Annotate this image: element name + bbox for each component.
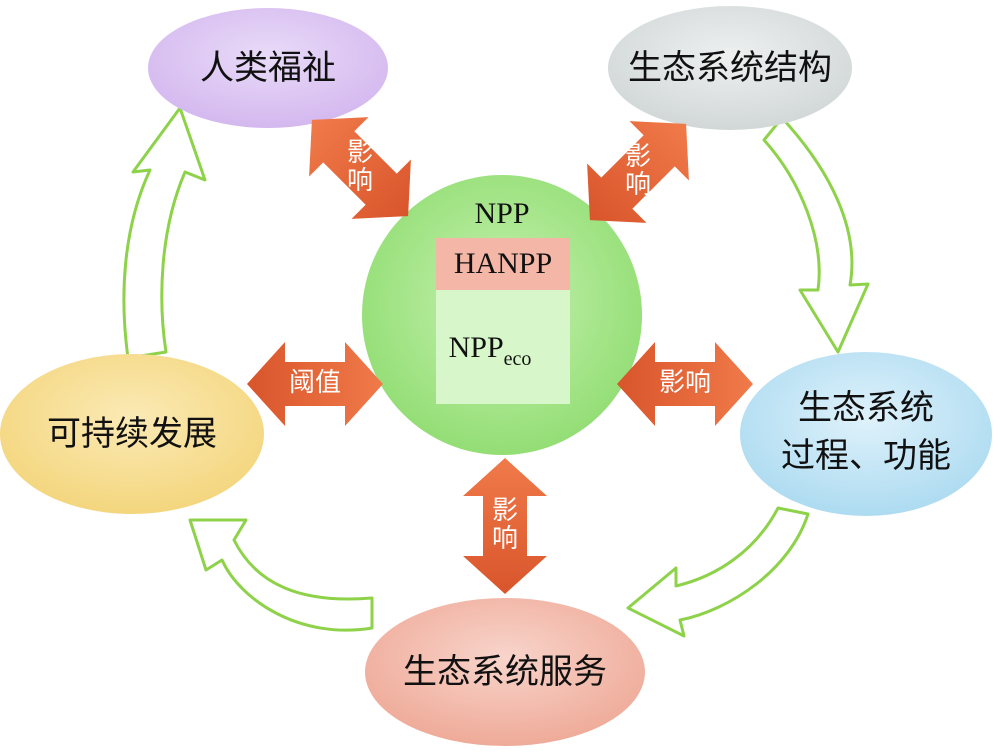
npp-eco-band (436, 290, 570, 404)
node-sustainable-development: 可持续发展 (0, 354, 264, 514)
arrow-es-char-1: 影 (625, 142, 651, 172)
node-ecosystem-structure: 生态系统结构 (608, 6, 852, 130)
arrow-to-human-wellbeing-label: 影响 (347, 138, 373, 196)
node-human-wellbeing-label: 人类福祉 (200, 48, 336, 88)
npp-eco-main: NPP (449, 331, 504, 364)
node-human-wellbeing: 人类福祉 (148, 8, 388, 128)
arrow-to-ecosystem-structure: 影响 (560, 94, 716, 250)
cycle-arrow-left-up (122, 106, 207, 360)
arrow-hw-char-2: 响 (347, 166, 373, 196)
arrow-es-char-2: 响 (625, 170, 651, 200)
arrow-to-human-wellbeing: 影响 (282, 90, 438, 246)
arrow-to-sustainable-development: 阈值 (247, 342, 383, 426)
node-ecosystem-process-label-2: 过程、功能 (781, 436, 951, 476)
hanpp-band (436, 238, 570, 290)
node-ecosystem-services: 生态系统服务 (365, 598, 645, 746)
arrow-to-ecosystem-structure-label: 影响 (625, 142, 651, 200)
arrow-hw-char-1: 影 (347, 138, 373, 168)
node-sustainable-development-label: 可持续发展 (47, 414, 217, 454)
npp-label: NPP (474, 197, 529, 230)
node-ecosystem-structure-label: 生态系统结构 (628, 48, 832, 88)
cycle-arrows (122, 106, 870, 638)
hanpp-label: HANPP (454, 247, 552, 280)
arrow-to-ecosystem-process-label: 影响 (659, 368, 711, 398)
cycle-arrow-right-down (762, 116, 870, 354)
node-ecosystem-process: 生态系统 过程、功能 (740, 352, 992, 516)
npp-eco-sub: eco (504, 348, 532, 370)
arrow-to-ecosystem-services: 影响 (463, 458, 547, 594)
arrow-sv-char-1: 影 (492, 496, 518, 526)
cycle-arrow-lower-right (626, 506, 810, 638)
arrow-to-ecosystem-process: 影响 (617, 342, 753, 426)
arrow-to-ecosystem-services-label: 影响 (492, 496, 518, 554)
cycle-arrow-lower-left (188, 518, 374, 632)
center-npp: NPP HANPP NPPeco (362, 175, 642, 455)
arrow-sv-char-2: 响 (492, 524, 518, 554)
node-ecosystem-services-label: 生态系统服务 (403, 652, 607, 692)
npp-eco-label: NPPeco (449, 331, 532, 370)
node-ecosystem-process-label-1: 生态系统 (798, 388, 934, 428)
arrow-to-sustainable-development-label: 阈值 (289, 368, 341, 398)
